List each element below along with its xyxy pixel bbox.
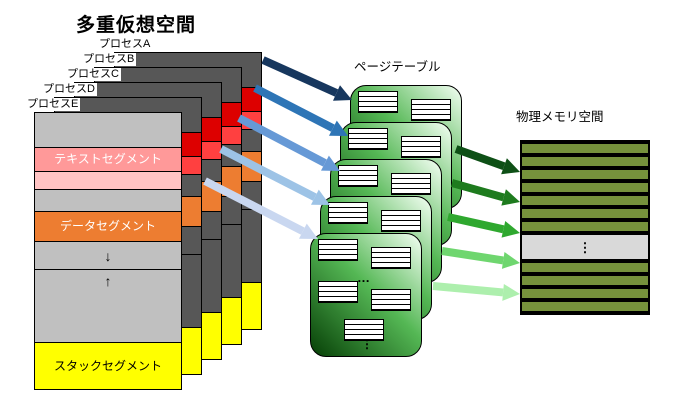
pagetable-to-memory-arrow-3 (447, 213, 520, 238)
diagram-title: 多重仮想空間 (76, 15, 197, 36)
memory-frame (522, 183, 648, 192)
stack-segment-label: スタックセグメント (53, 358, 162, 373)
process-to-pagetable-arrow-2 (253, 84, 348, 136)
free-segment (35, 189, 181, 211)
process-label-d: プロセスD (41, 83, 97, 96)
ellipsis-vertical: ⋮ (361, 337, 373, 351)
grow-up-arrow: ↑ (104, 273, 112, 289)
memory-frame (522, 196, 648, 205)
process-label-b: プロセスB (81, 53, 137, 66)
ellipsis-vertical: ⋮ (578, 239, 592, 255)
process-box-e: テキストセグメント データセグメント ↓ ↑ スタックセグメント (34, 112, 182, 390)
page-table-title: ページテーブル (352, 56, 443, 75)
page-table-entry (411, 99, 451, 121)
pagetable-to-memory-arrow-5 (432, 282, 520, 301)
data-segment-label: データセグメント (59, 219, 156, 233)
grow-down-arrow: ↓ (104, 247, 112, 264)
physical-memory-title: 物理メモリ空間 (516, 110, 604, 124)
memory-frame (522, 263, 648, 272)
process-label-e: プロセスE (25, 98, 81, 111)
pagetable-to-memory-arrow-2 (450, 179, 520, 206)
memory-frame (522, 289, 648, 298)
memory-frame (522, 209, 648, 218)
heap-grow-area: ↓ (35, 241, 181, 269)
page-table-entry (371, 289, 411, 311)
physical-memory-box: ⋮ (520, 140, 650, 315)
page-table-entry (391, 173, 431, 195)
page-table-entry (371, 247, 411, 269)
memory-frame (522, 157, 648, 166)
text-segment: テキストセグメント (35, 147, 181, 171)
page-table-entry (401, 136, 441, 158)
page-table-entry (381, 210, 421, 232)
ellipsis-horizontal: … (357, 270, 370, 285)
page-table-entry (344, 319, 384, 341)
memory-frame (522, 170, 648, 179)
memory-frame (522, 222, 648, 231)
page-table-entry (318, 281, 358, 303)
process-to-pagetable-arrow-1 (261, 56, 352, 101)
page-table-entry (328, 202, 368, 224)
page-table-entry (348, 128, 388, 150)
memory-frame (522, 144, 648, 153)
pagetable-to-memory-arrow-1 (454, 145, 520, 175)
process-label-c: プロセスC (65, 68, 121, 81)
memory-frame (522, 302, 648, 311)
process-label-a: プロセスA (97, 38, 153, 51)
page-table-tile-5: … ⋮ (310, 233, 422, 357)
page-table-entry (358, 91, 398, 113)
text-segment-label: テキストセグメント (54, 152, 162, 166)
pagetable-to-memory-arrow-4 (441, 247, 520, 269)
text-segment-extra (35, 171, 181, 189)
stack-segment: スタックセグメント (35, 342, 181, 389)
free-segment (35, 113, 181, 147)
data-segment: データセグメント (35, 211, 181, 241)
memory-ellipsis-band: ⋮ (522, 235, 648, 259)
page-table-entry (318, 239, 358, 261)
page-table-entry (338, 165, 378, 187)
memory-frame (522, 276, 648, 285)
stack-grow-area: ↑ (35, 269, 181, 342)
